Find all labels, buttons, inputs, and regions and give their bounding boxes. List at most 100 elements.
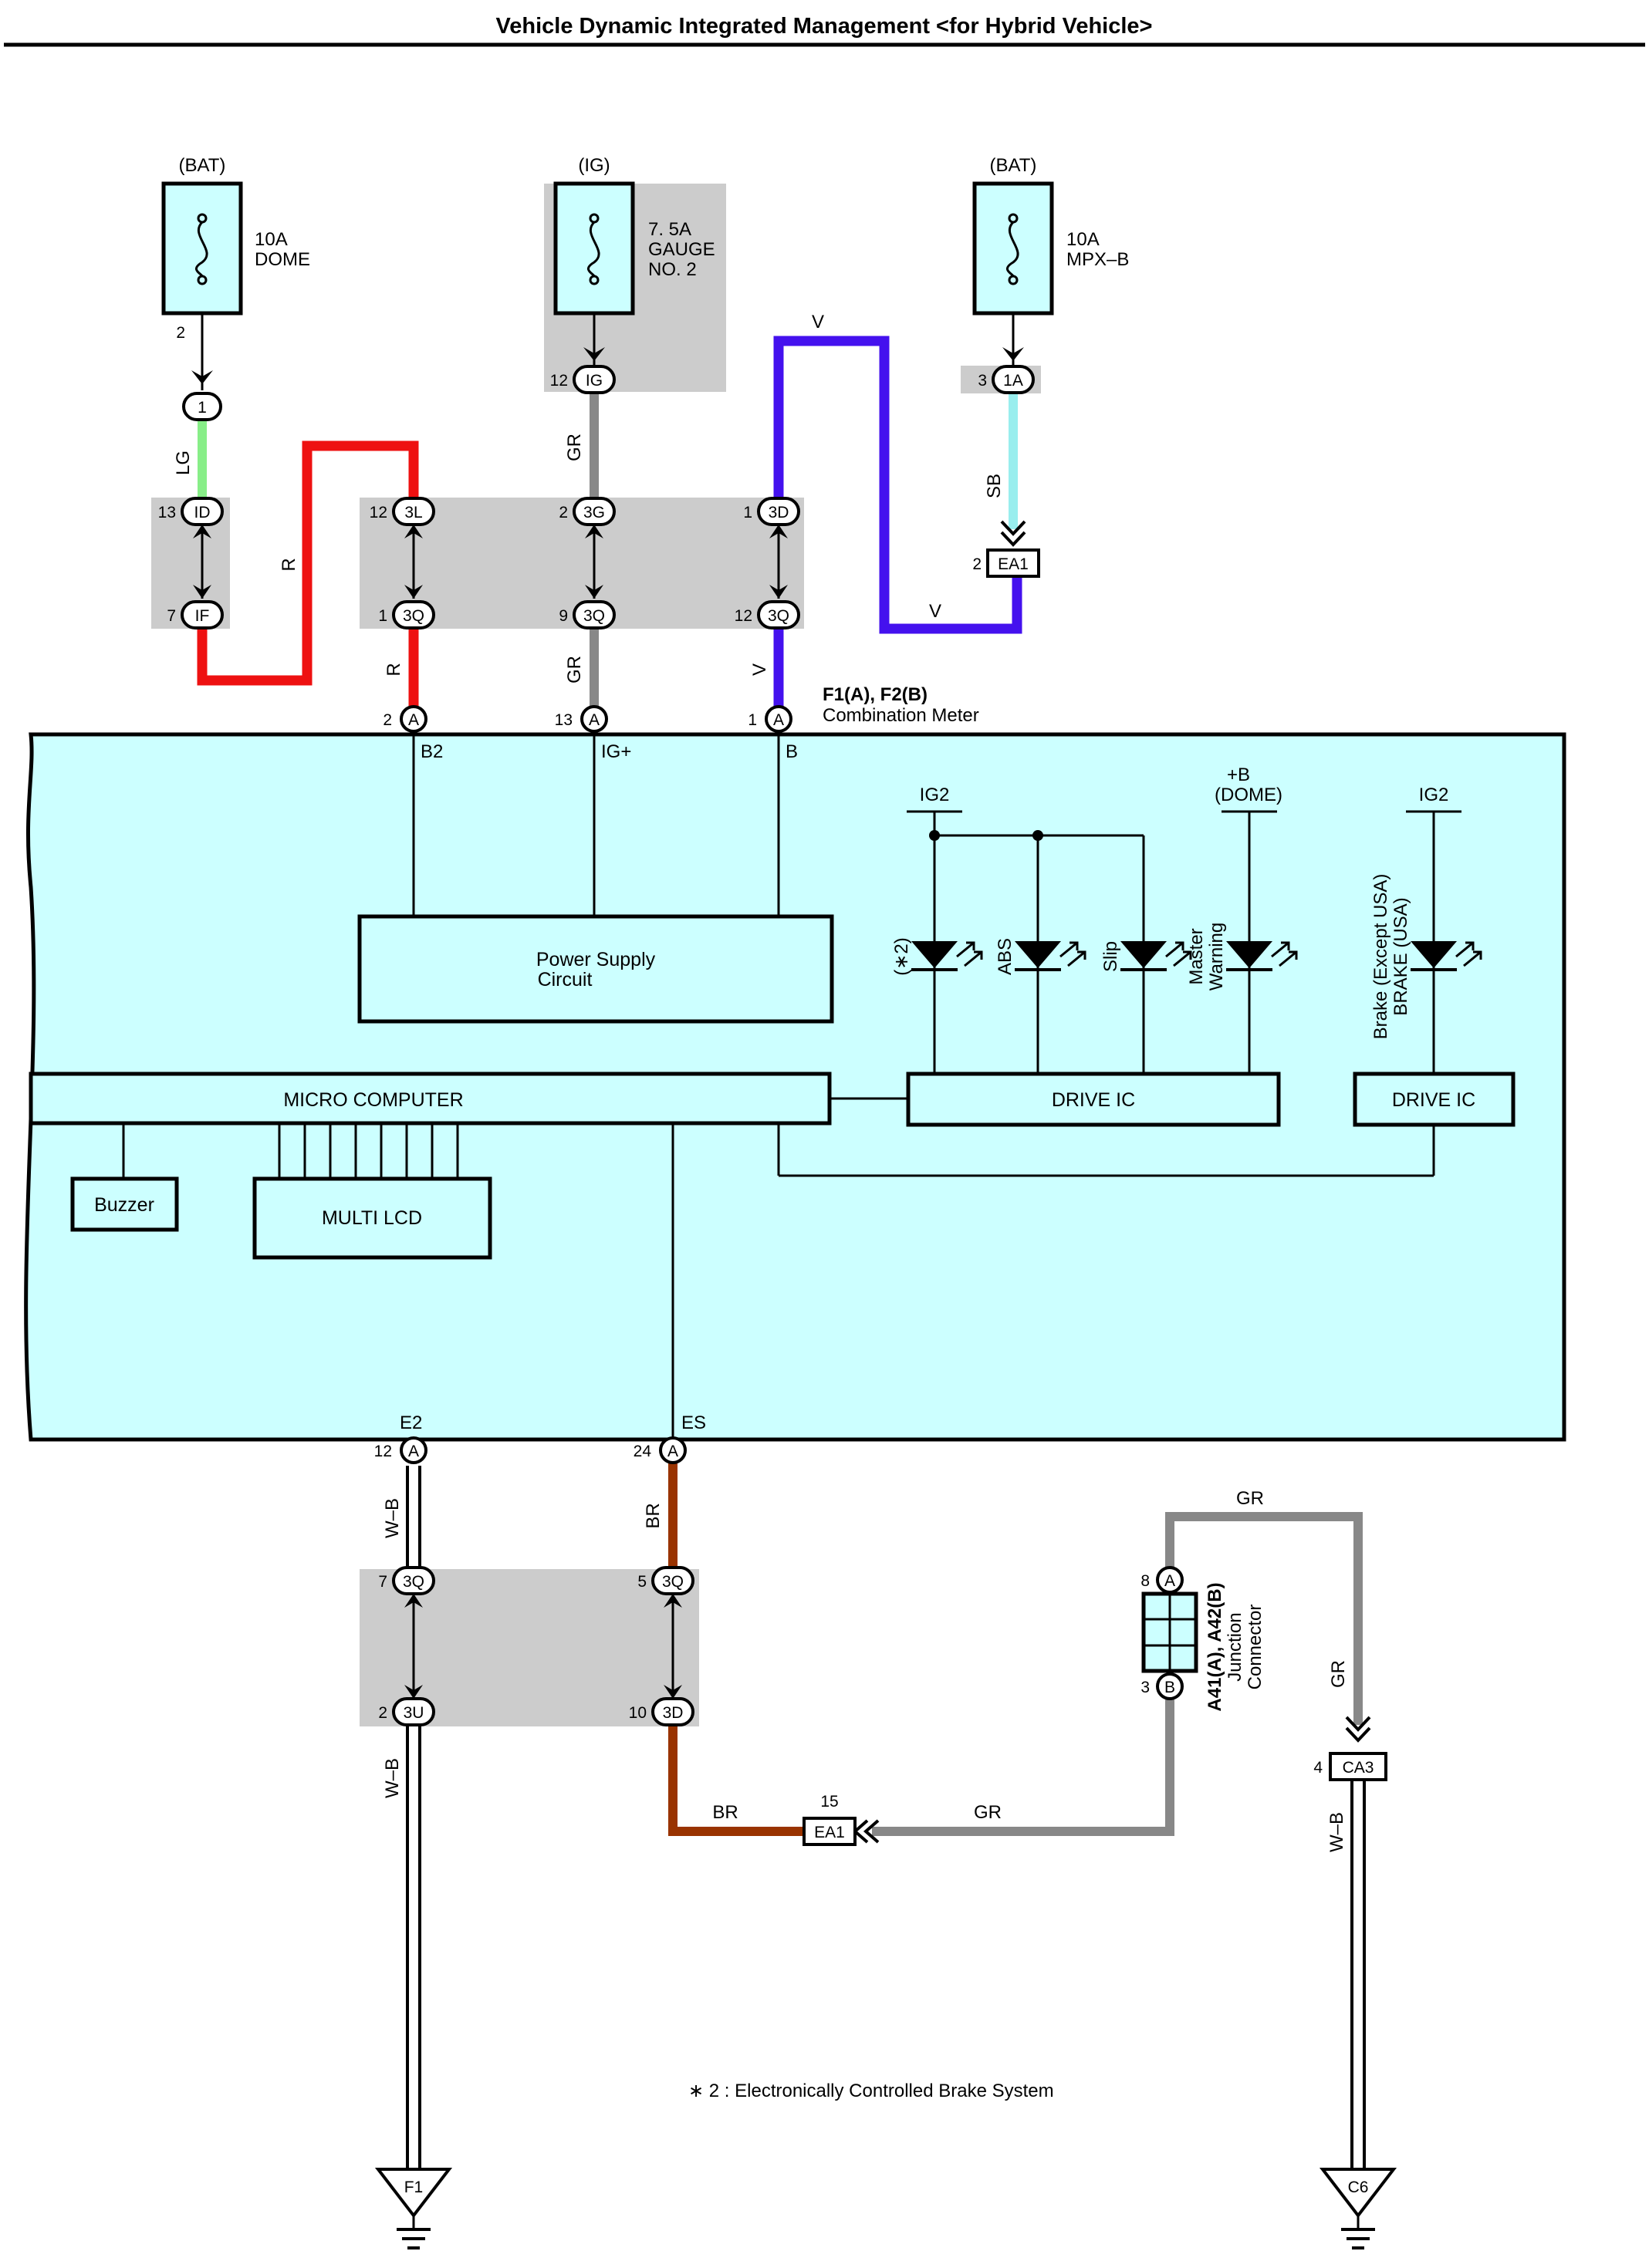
pin-mpxb-out: 3: [978, 372, 987, 390]
conn-3d-b: 3D: [663, 1704, 684, 1722]
pin-jb-7b: 7: [378, 1573, 387, 1591]
term-es: ES: [681, 1412, 706, 1433]
term-b: B: [786, 741, 798, 762]
bus-dot-1: [929, 830, 940, 841]
meter-name: Combination Meter: [823, 705, 979, 726]
pin-meter-b: 1: [748, 711, 757, 729]
label-v-top: V: [812, 312, 824, 332]
pin-gnd-12: 12: [374, 1443, 392, 1460]
label-v-mid: V: [929, 601, 941, 622]
conn-3q-c: 3Q: [768, 607, 789, 625]
conn-ea1-bottom: EA1: [814, 1824, 845, 1841]
pin-jb-1b: 1: [743, 504, 752, 521]
led-label-ecb: (∗2): [891, 937, 912, 975]
lead-gauge-arrow: [583, 347, 605, 361]
conn-a-ig: A: [589, 711, 600, 729]
label-r-lower: R: [384, 663, 404, 676]
conn-3q-b: 3Q: [583, 607, 605, 625]
source-bat-right: (BAT): [990, 155, 1037, 176]
leds: [911, 941, 1482, 971]
fuse-gauge: (IG) 7. 5A GAUGE NO. 2: [553, 155, 715, 316]
ca3-chevron: [1345, 1716, 1371, 1743]
label-dome-paren: (DOME): [1215, 785, 1282, 805]
conn-id: ID: [194, 504, 211, 521]
conn-a-e2: A: [408, 1443, 419, 1460]
junction-connector: A 8 B 3: [1140, 1566, 1198, 1700]
wire-gr-bottom-loop: [1165, 1512, 1363, 1725]
drive-ic-1: [906, 1072, 1281, 1127]
label-gr-lower: GR: [564, 656, 585, 683]
pin-jb-5: 5: [637, 1573, 647, 1591]
micro-computer-label: MICRO COMPUTER: [283, 1089, 463, 1111]
pin-gauge-out: 12: [550, 372, 568, 390]
pin-jb-9: 9: [559, 607, 568, 625]
lead-mpxb-arrow: [1002, 347, 1024, 361]
conn-3q-d: 3Q: [403, 1573, 424, 1591]
conn-3g: 3G: [583, 504, 605, 521]
conn-3d-a: 3D: [769, 504, 789, 521]
term-b2: B2: [421, 741, 443, 762]
pin-jc-8: 8: [1140, 1572, 1150, 1590]
conn-3u: 3U: [404, 1704, 424, 1722]
power-supply-label2: Circuit: [538, 969, 593, 991]
led-slip: [1120, 941, 1192, 971]
wire-wb-left: [406, 1466, 421, 2183]
pin-jc-3: 3: [1140, 1679, 1150, 1696]
fuse-mpxb-amps: 10A: [1066, 229, 1100, 250]
jb-bottom-arrows: [404, 1594, 682, 1699]
lead-dome-arrow: [191, 370, 213, 384]
fuse-mpxb-name: MPX–B: [1066, 249, 1129, 270]
drive-ic-2: [1353, 1072, 1516, 1127]
junction-name1: Junction: [1225, 1612, 1245, 1681]
fuse-gauge-name2: NO. 2: [648, 259, 697, 280]
pin-meter-b2: 2: [383, 711, 392, 729]
ground-c6: C6: [1319, 2168, 1397, 2249]
conn-1: 1: [198, 399, 207, 417]
pin-jb-2: 2: [559, 504, 568, 521]
conn-if: IF: [195, 607, 210, 625]
led-ecb: [911, 941, 983, 971]
jb-bottom-stubs: [412, 1594, 674, 1699]
pin-jb-12a: 12: [370, 504, 387, 521]
ea1-chevron-top: [1000, 520, 1026, 547]
label-sb: SB: [984, 474, 1005, 498]
label-wb-upper: W–B: [382, 1498, 403, 1538]
label-ig2-b: IG2: [1419, 785, 1449, 805]
drive-ic-2-label: DRIVE IC: [1392, 1089, 1475, 1111]
junction-id: A41(A), A42(B): [1205, 1582, 1225, 1711]
conn-f1: F1: [404, 2179, 424, 2196]
conn-3q-e: 3Q: [662, 1573, 684, 1591]
junction-name2: Connector: [1245, 1605, 1265, 1690]
multi-lcd-label: MULTI LCD: [322, 1207, 422, 1229]
conn-jc-b: B: [1164, 1679, 1175, 1696]
conn-3l: 3L: [404, 504, 422, 521]
label-wb-lower: W–B: [382, 1758, 403, 1798]
led-label-brake1: Brake (Except USA): [1370, 874, 1391, 1040]
label-r-upper: R: [279, 558, 299, 571]
pin-jb-7: 7: [167, 607, 176, 625]
diagram-title: Vehicle Dynamic Integrated Management <f…: [496, 14, 1153, 39]
conn-a-b2: A: [408, 711, 419, 729]
fuse-dome-name: DOME: [255, 249, 310, 270]
pin-ca3: 4: [1313, 1759, 1323, 1777]
power-supply-box: [357, 914, 834, 1024]
ground-f1: F1: [374, 2168, 453, 2249]
label-dome-b: +B: [1227, 764, 1250, 785]
conn-ig: IG: [586, 372, 603, 390]
led-label-slip: Slip: [1100, 941, 1121, 972]
conn-a-b: A: [773, 711, 784, 729]
pin-jb-10: 10: [629, 1704, 647, 1722]
label-gr-top-loop: GR: [1236, 1488, 1264, 1509]
pin-jb-13: 13: [158, 504, 176, 521]
wire-gr-bottom: [872, 1686, 1174, 1836]
fuse-dome: (BAT) 10A DOME: [161, 155, 310, 316]
label-gr-bottom: GR: [974, 1802, 1002, 1823]
conn-1a: 1A: [1003, 372, 1023, 390]
led-label-abs: ABS: [995, 938, 1015, 975]
wire-br-lower: [668, 1725, 803, 1836]
led-label-master1: Master: [1186, 928, 1207, 984]
pills-top: 1 IG 12 1A 3 ID 13 IF 7 3L 12 3Q 1 3G 2 …: [158, 365, 1040, 629]
pin-ea1-bottom: 15: [820, 1793, 838, 1811]
term-e2: E2: [400, 1412, 422, 1433]
